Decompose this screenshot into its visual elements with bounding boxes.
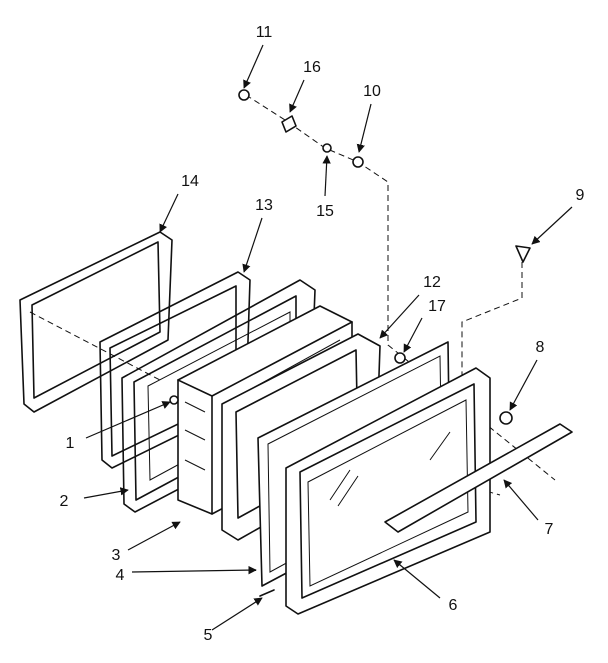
- part-9-screw: [515, 245, 531, 263]
- part-5-pin: [259, 589, 275, 597]
- callout-1: 1: [66, 435, 75, 452]
- callout-6: 6: [449, 597, 458, 614]
- part-8-nut: [499, 411, 513, 425]
- part-15-washer: [322, 143, 332, 153]
- callout-15: 15: [316, 203, 334, 220]
- part-16-clip: [281, 115, 297, 133]
- callout-17: 17: [428, 298, 446, 315]
- callout-11: 11: [256, 24, 273, 41]
- callout-9: 9: [576, 187, 585, 204]
- part-7-door-handle: [384, 423, 573, 533]
- callout-3: 3: [112, 547, 121, 564]
- part-11-screw: [238, 89, 250, 101]
- part-1-screw: [169, 395, 179, 405]
- callout-13: 13: [255, 197, 273, 214]
- callout-8: 8: [536, 339, 545, 356]
- callout-14: 14: [181, 173, 199, 190]
- callout-4: 4: [116, 567, 125, 584]
- callout-12: 12: [423, 274, 441, 291]
- part-17-nut: [394, 352, 406, 364]
- hardware-parts: [169, 89, 531, 597]
- callout-labels: 11 16 10 15 9 14 13 12 17 8 1 2 3 4 5 6 …: [60, 24, 585, 644]
- callout-16: 16: [303, 59, 321, 76]
- part-6-outer-door-panel: [285, 367, 491, 615]
- leader-lines: [83, 44, 573, 631]
- part-10-nut: [352, 156, 364, 168]
- callout-5: 5: [204, 627, 213, 644]
- callout-10: 10: [363, 83, 381, 100]
- callout-2: 2: [60, 493, 69, 510]
- callout-7: 7: [545, 521, 554, 538]
